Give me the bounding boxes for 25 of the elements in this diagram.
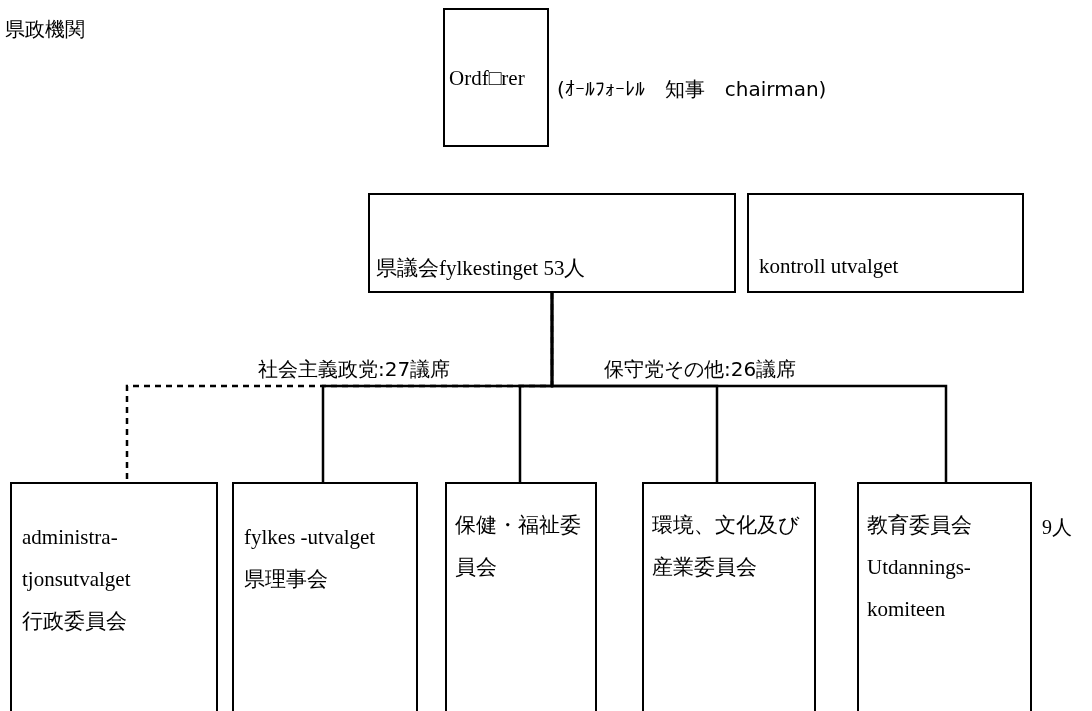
side-note: 9人 (1042, 515, 1072, 540)
org-box (445, 482, 597, 711)
box-text: kontroll utvalget (759, 253, 900, 280)
box-text: 保健・福祉委員会 (455, 512, 582, 581)
connector-line (550, 293, 948, 482)
org-box (857, 482, 1032, 711)
seat-label: 社会主義政党:27議席 (258, 356, 451, 383)
box-text: 教育委員会 (867, 512, 973, 539)
box-text: Utdannings- komiteen (867, 554, 972, 623)
box-text: 環境、文化及び産業委員会 (652, 512, 801, 581)
org-box (232, 482, 418, 711)
heading: 県政機関 (5, 16, 85, 43)
org-box (747, 193, 1024, 293)
side-note: (ｵｰﾙﾌｫｰﾚﾙ 知事 chairman) (557, 76, 827, 103)
box-text: 県議会fylkestinget 53人 (376, 255, 587, 282)
org-box (10, 482, 218, 711)
box-text: fylkes -utvalget (244, 524, 376, 551)
box-text: 県理事会 (244, 566, 329, 593)
box-text: 行政委員会 (22, 608, 128, 635)
org-box (443, 8, 549, 147)
org-box (368, 193, 736, 293)
box-text: administra- tjonsutvalget (22, 524, 132, 593)
box-text: Ordf□rer (449, 64, 526, 92)
seat-label: 保守党その他:26議席 (604, 356, 797, 383)
org-box (642, 482, 816, 711)
